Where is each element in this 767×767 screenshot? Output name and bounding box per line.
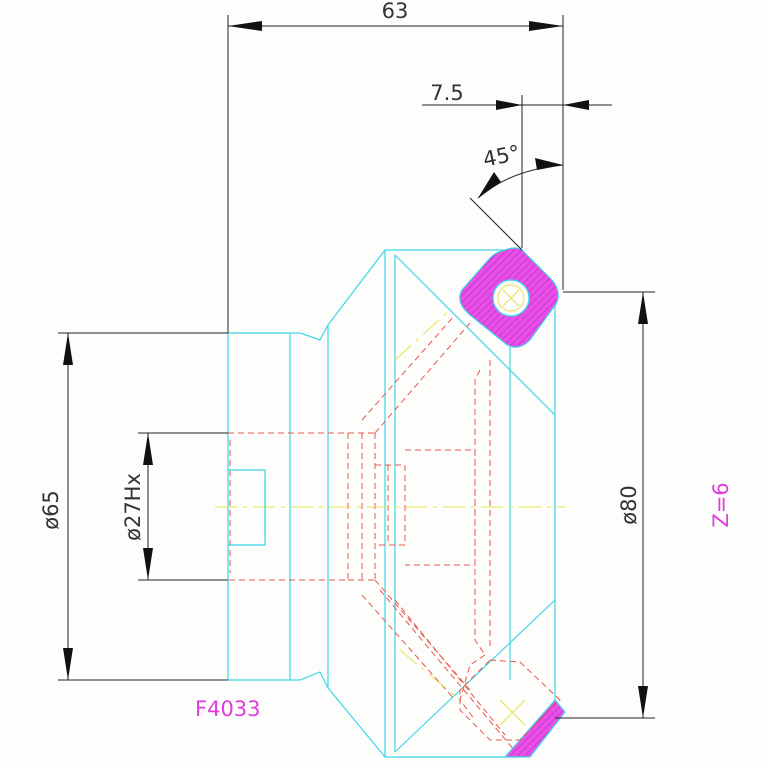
dimension-arrows	[63, 21, 648, 718]
insert-top	[459, 247, 559, 348]
insert-bottom	[459, 659, 566, 758]
dim-overall-length: 63	[382, 0, 409, 23]
shank-step	[228, 469, 266, 546]
dim-insert-offset: 7.5	[430, 81, 463, 105]
cutter-body	[227, 249, 556, 758]
hidden-features	[228, 314, 521, 758]
part-number-label: F4033	[195, 697, 261, 721]
centerlines	[215, 309, 565, 701]
dim-shank-diameter: ø65	[39, 490, 63, 530]
dim-bore-diameter: ø27Hx	[121, 473, 145, 541]
dim-lead-angle: 45°	[481, 141, 522, 172]
dimension-lines	[58, 15, 655, 719]
dim-cutting-diameter: ø80	[617, 485, 641, 525]
teeth-count-label: Z=6	[709, 482, 733, 527]
